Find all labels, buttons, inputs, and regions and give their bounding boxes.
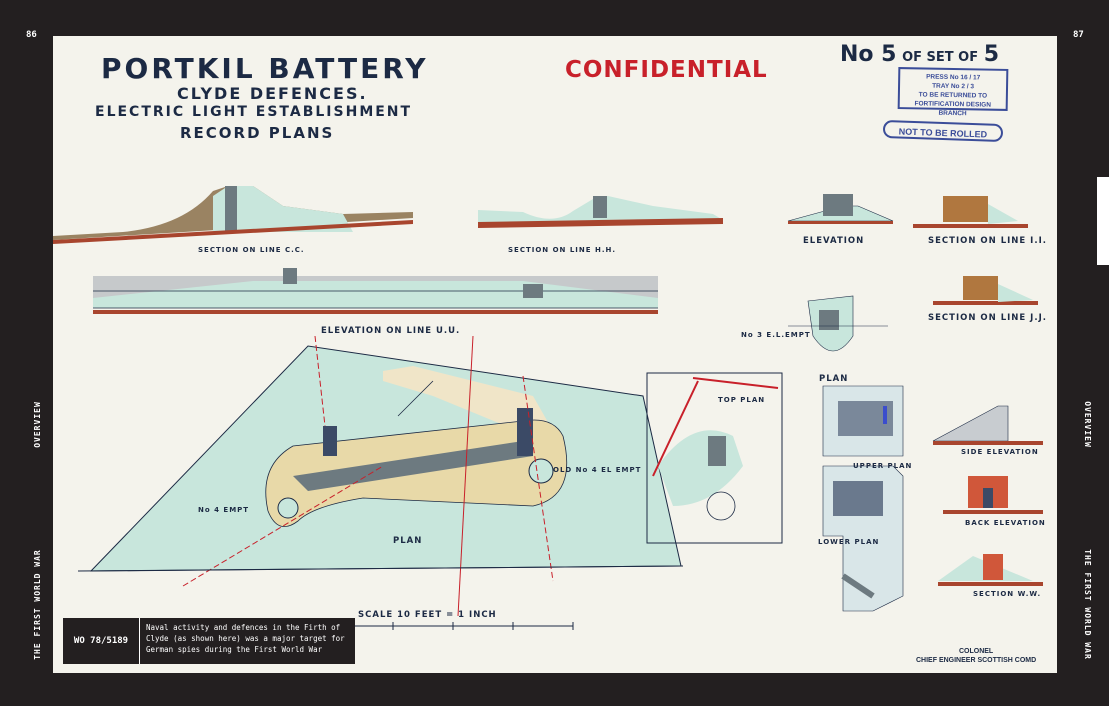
confidential-mark: CONFIDENTIAL — [565, 57, 768, 83]
chapter-tab — [1097, 177, 1109, 265]
label-elevation: ELEVATION — [803, 236, 865, 246]
label-section-ii: SECTION ON LINE I.I. — [928, 236, 1047, 246]
label-section-jj: SECTION ON LINE J.J. — [928, 313, 1047, 323]
label-section-ww: SECTION W.W. — [973, 590, 1042, 598]
blueprint-sheet: PORTKIL BATTERY CLYDE DEFENCES. ELECTRIC… — [53, 36, 1057, 673]
caption-reference: WO 78/5189 — [63, 618, 140, 664]
caption-text: Naval activity and defences in the Firth… — [146, 623, 345, 654]
title-record-plans: RECORD PLANS — [180, 124, 335, 142]
spine-right-upper: OVERVIEW — [1082, 401, 1092, 448]
left-page-number: 86 — [26, 30, 37, 40]
section-hh-drawing — [478, 196, 723, 228]
section-jj-drawing — [933, 276, 1038, 305]
upper-plan-drawing — [822, 385, 904, 457]
title-clyde-defences: CLYDE DEFENCES. — [177, 84, 368, 103]
spine-right-lower: THE FIRST WORLD WAR — [1082, 549, 1092, 660]
label-section-cc: SECTION ON LINE C.C. — [198, 246, 305, 254]
right-page-number: 87 — [1073, 30, 1084, 40]
label-top-plan: TOP PLAN — [718, 396, 766, 404]
label-lower-plan: LOWER PLAN — [818, 538, 880, 546]
back-elevation-drawing — [943, 476, 1043, 514]
set-no: No 5 — [840, 42, 897, 67]
inset-plan-drawing — [646, 372, 783, 544]
label-side-elevation: SIDE ELEVATION — [961, 448, 1039, 456]
label-upper-plan: UPPER PLAN — [853, 462, 913, 470]
label-elevation-uu: ELEVATION ON LINE U.U. — [321, 326, 461, 336]
title-electric-light: ELECTRIC LIGHT ESTABLISHMENT — [95, 104, 413, 120]
main-plan-drawing — [77, 335, 684, 617]
spine-left-upper: OVERVIEW — [32, 401, 42, 448]
colonel-signature: COLONEL CHIEF ENGINEER SCOTTISH COMD — [916, 647, 1036, 665]
stamp-branch: FORTIFICATION DESIGN BRANCH — [914, 100, 992, 118]
label-no3-empt: No 3 E.L.EMPT — [741, 331, 811, 339]
label-scale: SCALE 10 FEET = 1 INCH — [358, 610, 497, 620]
title-portkil-battery: PORTKIL BATTERY — [101, 52, 429, 85]
press-tray-stamp: PRESS No 16 / 17 TRAY No 2 / 3 TO BE RET… — [897, 67, 1009, 117]
label-section-hh: SECTION ON LINE H.H. — [508, 246, 617, 254]
scale-bar — [332, 622, 574, 630]
section-cc-drawing — [53, 186, 413, 244]
section-ii-drawing — [913, 196, 1028, 228]
label-back-elevation: BACK ELEVATION — [965, 519, 1046, 527]
label-no4-empt: No 4 EMPT — [198, 506, 250, 514]
label-plan-small: PLAN — [819, 374, 849, 384]
elevation-small-drawing — [787, 194, 894, 224]
lower-plan-drawing — [822, 465, 904, 612]
spine-left-lower: THE FIRST WORLD WAR — [32, 549, 42, 660]
set-number: No 5 OF SET OF 5 — [840, 42, 999, 67]
plan-small-drawing — [788, 295, 888, 352]
side-elevation-drawing — [932, 405, 1043, 445]
elevation-uu-drawing — [93, 268, 658, 314]
section-ww-drawing — [938, 554, 1043, 586]
label-chief-engineer: CHIEF ENGINEER SCOTTISH COMD — [916, 657, 1037, 664]
set-of: OF SET OF — [902, 50, 979, 65]
drawing-artwork — [53, 186, 1043, 630]
caption-box: WO 78/5189 Naval activity and defences i… — [63, 618, 355, 664]
label-old-no4: OLD No 4 EL EMPT — [553, 466, 642, 474]
label-colonel: COLONEL — [958, 648, 994, 655]
label-plan-main: PLAN — [393, 536, 423, 546]
set-total: 5 — [983, 42, 999, 67]
